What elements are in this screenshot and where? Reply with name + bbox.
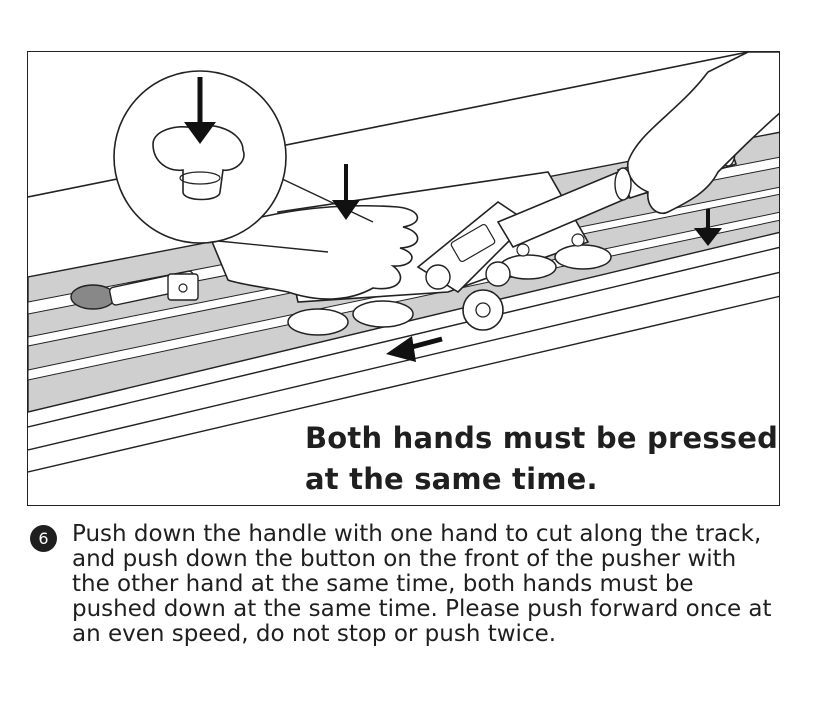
illustration-drawing [28, 52, 779, 473]
down-arrow-icon [184, 77, 216, 144]
safety-warning: Both hands must be pressed at the same t… [305, 418, 778, 500]
knob-icon [425, 261, 511, 331]
instruction-illustration: Both hands must be pressed at the same t… [27, 51, 780, 506]
board-edge-1 [28, 246, 779, 428]
warning-line-2: at the same time. [305, 462, 598, 496]
step-text: Push down the handle with one hand to cu… [72, 521, 772, 647]
down-arrow-icon [694, 209, 722, 246]
step-number-badge: 6 [30, 525, 57, 552]
board-edge-3 [28, 295, 779, 473]
track-clamp [70, 270, 199, 310]
down-arrow-icon [332, 164, 360, 220]
board-edge-2 [28, 271, 779, 451]
hand-icon [206, 204, 419, 300]
warning-line-1: Both hands must be pressed [305, 421, 779, 455]
left-arrow-icon [386, 336, 443, 362]
magnifier-callout [113, 70, 374, 253]
hand-icon [626, 52, 779, 214]
